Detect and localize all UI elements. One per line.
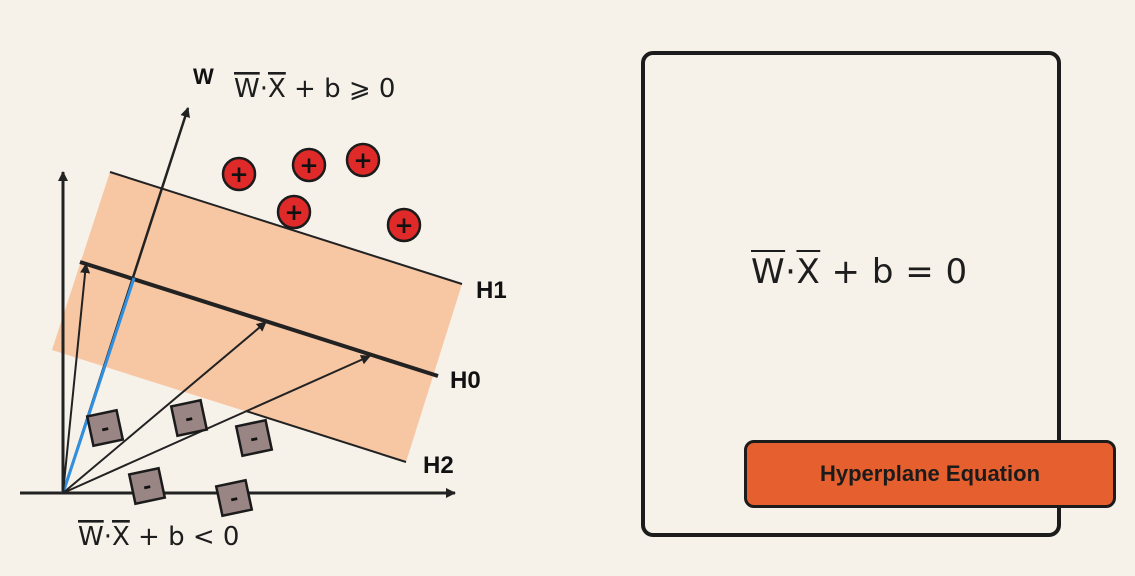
svg-text:+: + [284,200,303,226]
positive-region-equation: W·X + b ⩾ 0 [234,74,395,104]
svg-text:+: + [394,213,413,239]
h2-line [245,410,407,463]
hyperplane-equation-badge: Hyperplane Equation [744,440,1116,508]
negative-point: - [169,398,209,438]
position-vector [62,263,91,494]
negative-region-equation: W·X + b < 0 [78,522,239,552]
positive-point: + [345,142,381,178]
h2-label: H2 [423,452,454,479]
negative-point: - [85,408,125,448]
negative-point: - [214,478,254,518]
positive-point: + [276,194,312,230]
positive-point: + [291,147,327,183]
svg-text:+: + [229,162,248,188]
position-vector [62,321,267,494]
svm-diagram: + + + + + - - - - - W W·X + b ⩾ 0 [20,64,507,552]
svg-text:+: + [299,153,318,179]
position-vector [62,355,371,494]
positive-point: + [221,156,257,192]
negative-point: - [127,466,167,506]
positive-point: + [386,207,422,243]
h1-line [109,171,463,285]
svg-text:+: + [353,148,372,174]
negative-point: - [234,418,274,458]
h0-line [79,260,439,378]
h1-label: H1 [476,277,507,304]
h0-label: H0 [450,367,481,394]
w-vector-label: W [193,64,214,89]
w-projection [61,277,136,494]
badge-label: Hyperplane Equation [819,461,1041,486]
hyperplane-equation: W·X + b = 0 [751,252,968,292]
